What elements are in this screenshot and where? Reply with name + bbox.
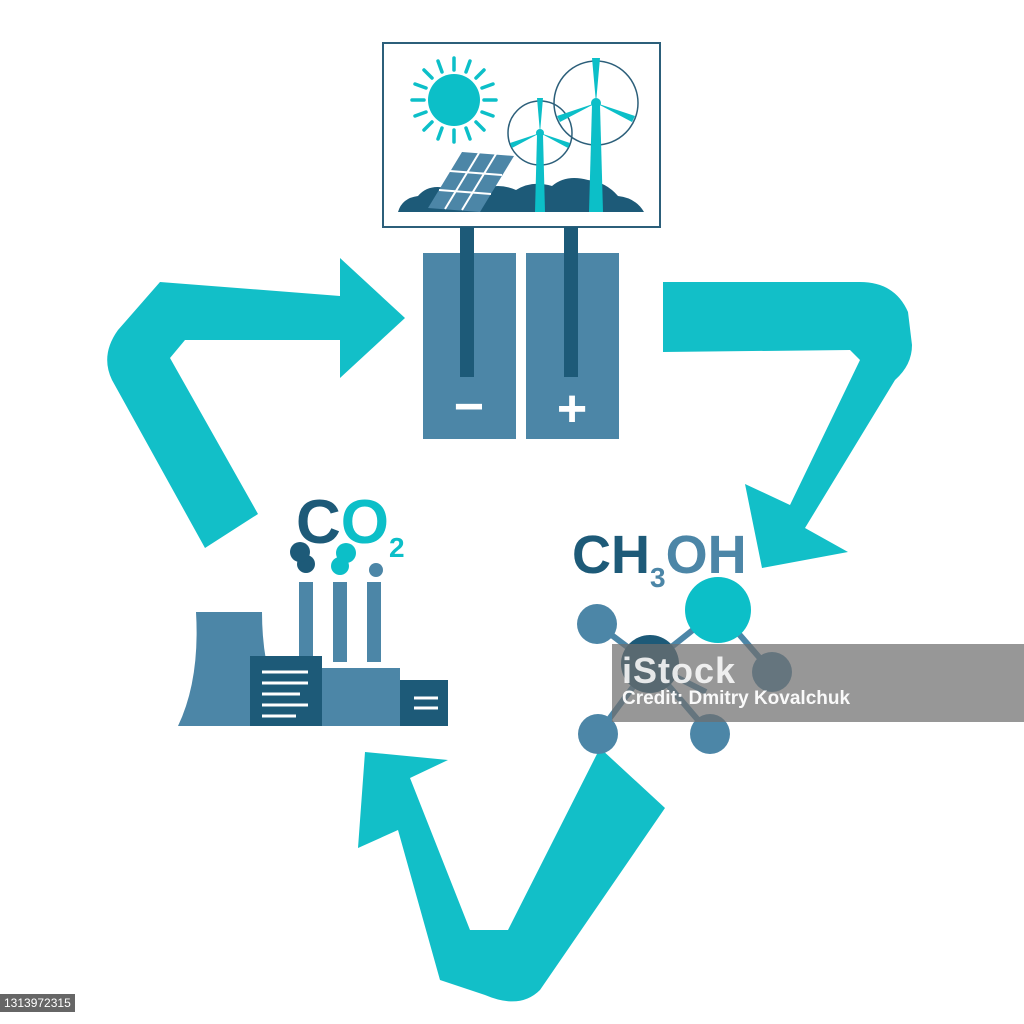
image-id-label: 1313972315 [0, 994, 75, 1012]
chimney [333, 582, 347, 662]
methanol-ch: CH [572, 525, 650, 585]
factory-icon [178, 542, 448, 726]
arrow-to-methanol [663, 282, 912, 568]
co2-oxygen: O [340, 488, 390, 557]
wind-turbine-icon [507, 58, 639, 212]
co2-formula: CO2 [296, 492, 405, 562]
chimney [367, 582, 381, 662]
watermark-credit: Credit: Dmitry Kovalchuk [622, 688, 851, 709]
arrow-to-battery [107, 258, 405, 548]
co2-subscript: 2 [389, 532, 405, 563]
positive-terminal-sign: + [557, 380, 587, 438]
negative-terminal-sign: − [454, 378, 484, 436]
watermark-logo: iStock [622, 650, 737, 691]
renewable-energy-panel [382, 42, 661, 228]
sun-icon [410, 56, 498, 144]
smoke-icon [290, 542, 383, 577]
methanol-subscript: 3 [650, 562, 666, 593]
watermark-band [612, 644, 1024, 722]
methanol-formula: CH3OH [572, 525, 747, 592]
methanol-oh: OH [665, 525, 747, 585]
co2-carbon: C [296, 488, 341, 557]
battery-icon: − + [423, 227, 619, 439]
arrow-to-co2 [358, 748, 665, 1002]
chimney [299, 582, 313, 662]
solar-panel-icon [428, 152, 514, 212]
